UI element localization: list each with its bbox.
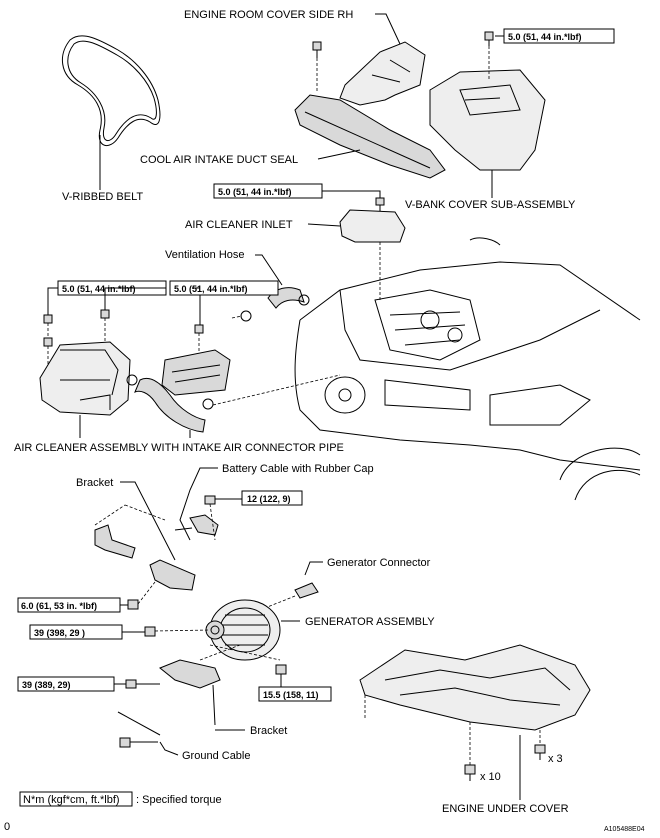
under-cover-clip-icon xyxy=(534,744,546,760)
torque-legend-unit: N*m (kgf*cm, ft.*lbf) xyxy=(23,794,120,806)
figure-code: A105488E04 xyxy=(604,826,645,833)
v-bank-cover-part xyxy=(429,69,546,171)
intake-pipe-part xyxy=(134,377,206,433)
torque-bracket: 6.0 (61, 53 in. *lbf) xyxy=(21,601,97,611)
torque-gen-upper: 39 (398, 29 ) xyxy=(34,628,85,638)
torque-legend-box xyxy=(19,791,133,807)
torque-gen-lower: 39 (389, 29) xyxy=(22,680,71,690)
footer-left-text: 0 xyxy=(4,821,10,833)
engine-room-cover-label: ENGINE ROOM COVER SIDE RH xyxy=(184,9,353,21)
air-cleaner-inlet-part xyxy=(339,209,406,243)
torque-vbank: 5.0 (51, 44 in.*lbf) xyxy=(508,32,582,42)
ground-bolt-icon xyxy=(119,737,158,748)
gen-upper-bolt-icon xyxy=(144,626,156,637)
generator-connector-part xyxy=(294,582,319,599)
engine-room-cover-leader xyxy=(375,13,401,45)
bracket-top-label: Bracket xyxy=(76,477,113,489)
torque-battery: 12 (122, 9) xyxy=(247,494,291,504)
battery-cable-label: Battery Cable with Rubber Cap xyxy=(222,463,374,475)
under-cover-qty-x10: x 10 xyxy=(480,771,501,783)
battery-cable-part xyxy=(189,514,219,536)
vehicle-front-drawing xyxy=(294,237,641,501)
torque-legend-text: : Specified torque xyxy=(136,794,222,806)
gen-lower-bolt-icon xyxy=(125,679,160,689)
engine-room-cover-part xyxy=(339,41,426,106)
aircleaner-bolt-icon xyxy=(43,309,204,347)
air-cleaner-inlet-label: AIR CLEANER INLET xyxy=(185,219,293,231)
inlet-bolt-icon xyxy=(375,197,385,212)
intake-connector-pipe-part xyxy=(161,349,231,396)
torque-box-gen-nut xyxy=(258,686,332,702)
ventilation-hose-label: Ventilation Hose xyxy=(165,249,245,261)
ground-cable-part xyxy=(117,711,161,736)
bracket-bolt-icon xyxy=(127,599,139,610)
under-cover-bolt-icon xyxy=(464,764,476,781)
generator-connector-label: Generator Connector xyxy=(327,557,431,569)
v-ribbed-belt-label: V-RIBBED BELT xyxy=(62,191,143,203)
v-ribbed-belt-drawing xyxy=(62,35,161,146)
generator-assembly-part xyxy=(205,599,281,661)
air-cleaner-case-part xyxy=(39,341,131,416)
engine-under-cover-label: ENGINE UNDER COVER xyxy=(442,803,569,815)
under-cover-qty-x3: x 3 xyxy=(548,753,563,765)
torque-gen-nut: 15.5 (158, 11) xyxy=(263,690,319,700)
bracket-bottom-part xyxy=(159,659,221,689)
air-cleaner-assembly-label: AIR CLEANER ASSEMBLY WITH INTAKE AIR CON… xyxy=(14,442,344,454)
engine-under-cover-part xyxy=(359,644,591,731)
torque-aircleaner-right: 5.0 (51, 44 in.*lbf) xyxy=(174,284,248,294)
torque-inlet: 5.0 (51, 44 in.*lbf) xyxy=(218,187,292,197)
bracket-top-part xyxy=(149,559,196,591)
bracket-bottom-label: Bracket xyxy=(250,725,287,737)
battery-nut-icon xyxy=(204,495,216,505)
cool-air-seal-label: COOL AIR INTAKE DUCT SEAL xyxy=(140,154,298,166)
cover-clip-icon xyxy=(312,41,322,58)
torque-box-battery xyxy=(241,490,303,506)
ground-cable-label: Ground Cable xyxy=(182,750,251,762)
torque-aircleaner-left: 5.0 (51, 44 in.*lbf) xyxy=(62,284,136,294)
gen-nut-icon xyxy=(275,664,287,675)
generator-assembly-label: GENERATOR ASSEMBLY xyxy=(305,616,435,628)
vbank-bolt-icon xyxy=(484,31,494,46)
torque-box-aircleaner-right xyxy=(169,280,279,296)
cable-clamp-part xyxy=(94,524,136,559)
v-bank-cover-label: V-BANK COVER SUB-ASSEMBLY xyxy=(405,199,576,211)
cool-air-seal-part xyxy=(294,94,446,179)
